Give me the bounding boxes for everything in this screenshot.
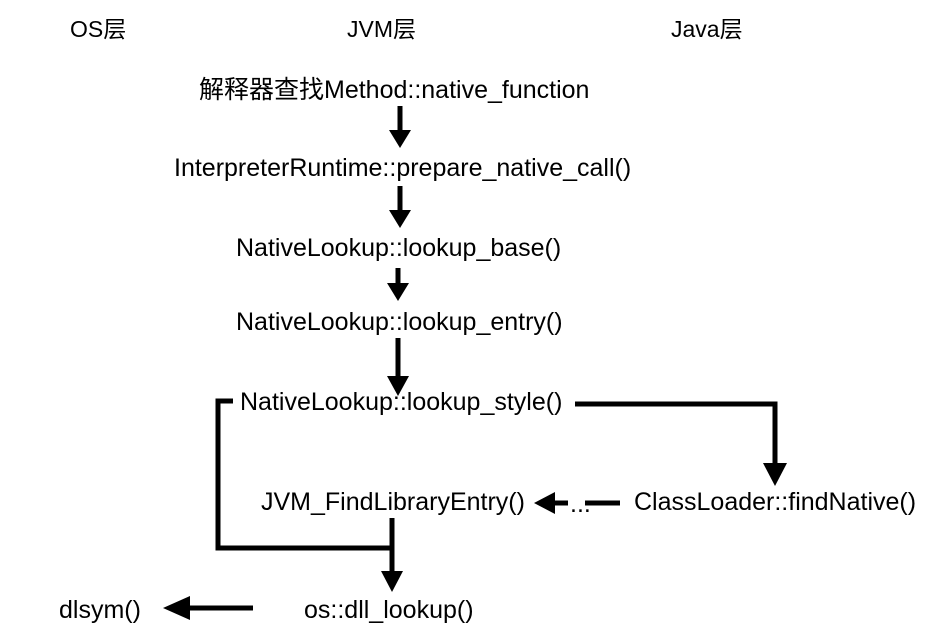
node-interpreter-find-native-function[interactable]: 解释器查找Method::native_function — [199, 76, 590, 104]
edge-os-dll-lookup-to-dlsym — [163, 596, 253, 620]
node-nativelookup-lookup-base[interactable]: NativeLookup::lookup_base() — [236, 234, 562, 262]
edge-lookup-style-to-os-dll-lookup — [215, 398, 392, 551]
node-jvm-findlibraryentry[interactable]: JVM_FindLibraryEntry() — [261, 488, 525, 516]
lane-header-os: OS层 — [70, 16, 127, 42]
edge-lookup-base-to-lookup-entry — [387, 268, 409, 301]
node-nativelookup-lookup-entry[interactable]: NativeLookup::lookup_entry() — [236, 308, 563, 336]
edge-lookup-style-to-classloader-findnative — [575, 401, 787, 486]
lane-header-jvm: JVM层 — [347, 16, 416, 42]
edge-lookup-entry-to-lookup-style — [387, 338, 409, 396]
edge-jvm-findlibraryentry-to-os-dll-lookup — [381, 518, 403, 592]
node-dlsym[interactable]: dlsym() — [59, 596, 141, 624]
edge-interpreter-to-prepare-native-call — [389, 106, 411, 148]
node-nativelookup-lookup-style[interactable]: NativeLookup::lookup_style() — [240, 388, 563, 416]
node-interpreterruntime-prepare-native-call[interactable]: InterpreterRuntime::prepare_native_call(… — [174, 154, 632, 182]
edge-prepare-native-call-to-lookup-base — [389, 186, 411, 228]
node-classloader-findnative[interactable]: ClassLoader::findNative() — [634, 488, 917, 516]
lane-header-java: Java层 — [671, 16, 743, 42]
edge-label-ellipsis: ... — [570, 490, 591, 518]
node-os-dll-lookup[interactable]: os::dll_lookup() — [304, 596, 474, 624]
edge-classloader-findnative-to-jvm-findlibraryentry — [534, 492, 620, 514]
